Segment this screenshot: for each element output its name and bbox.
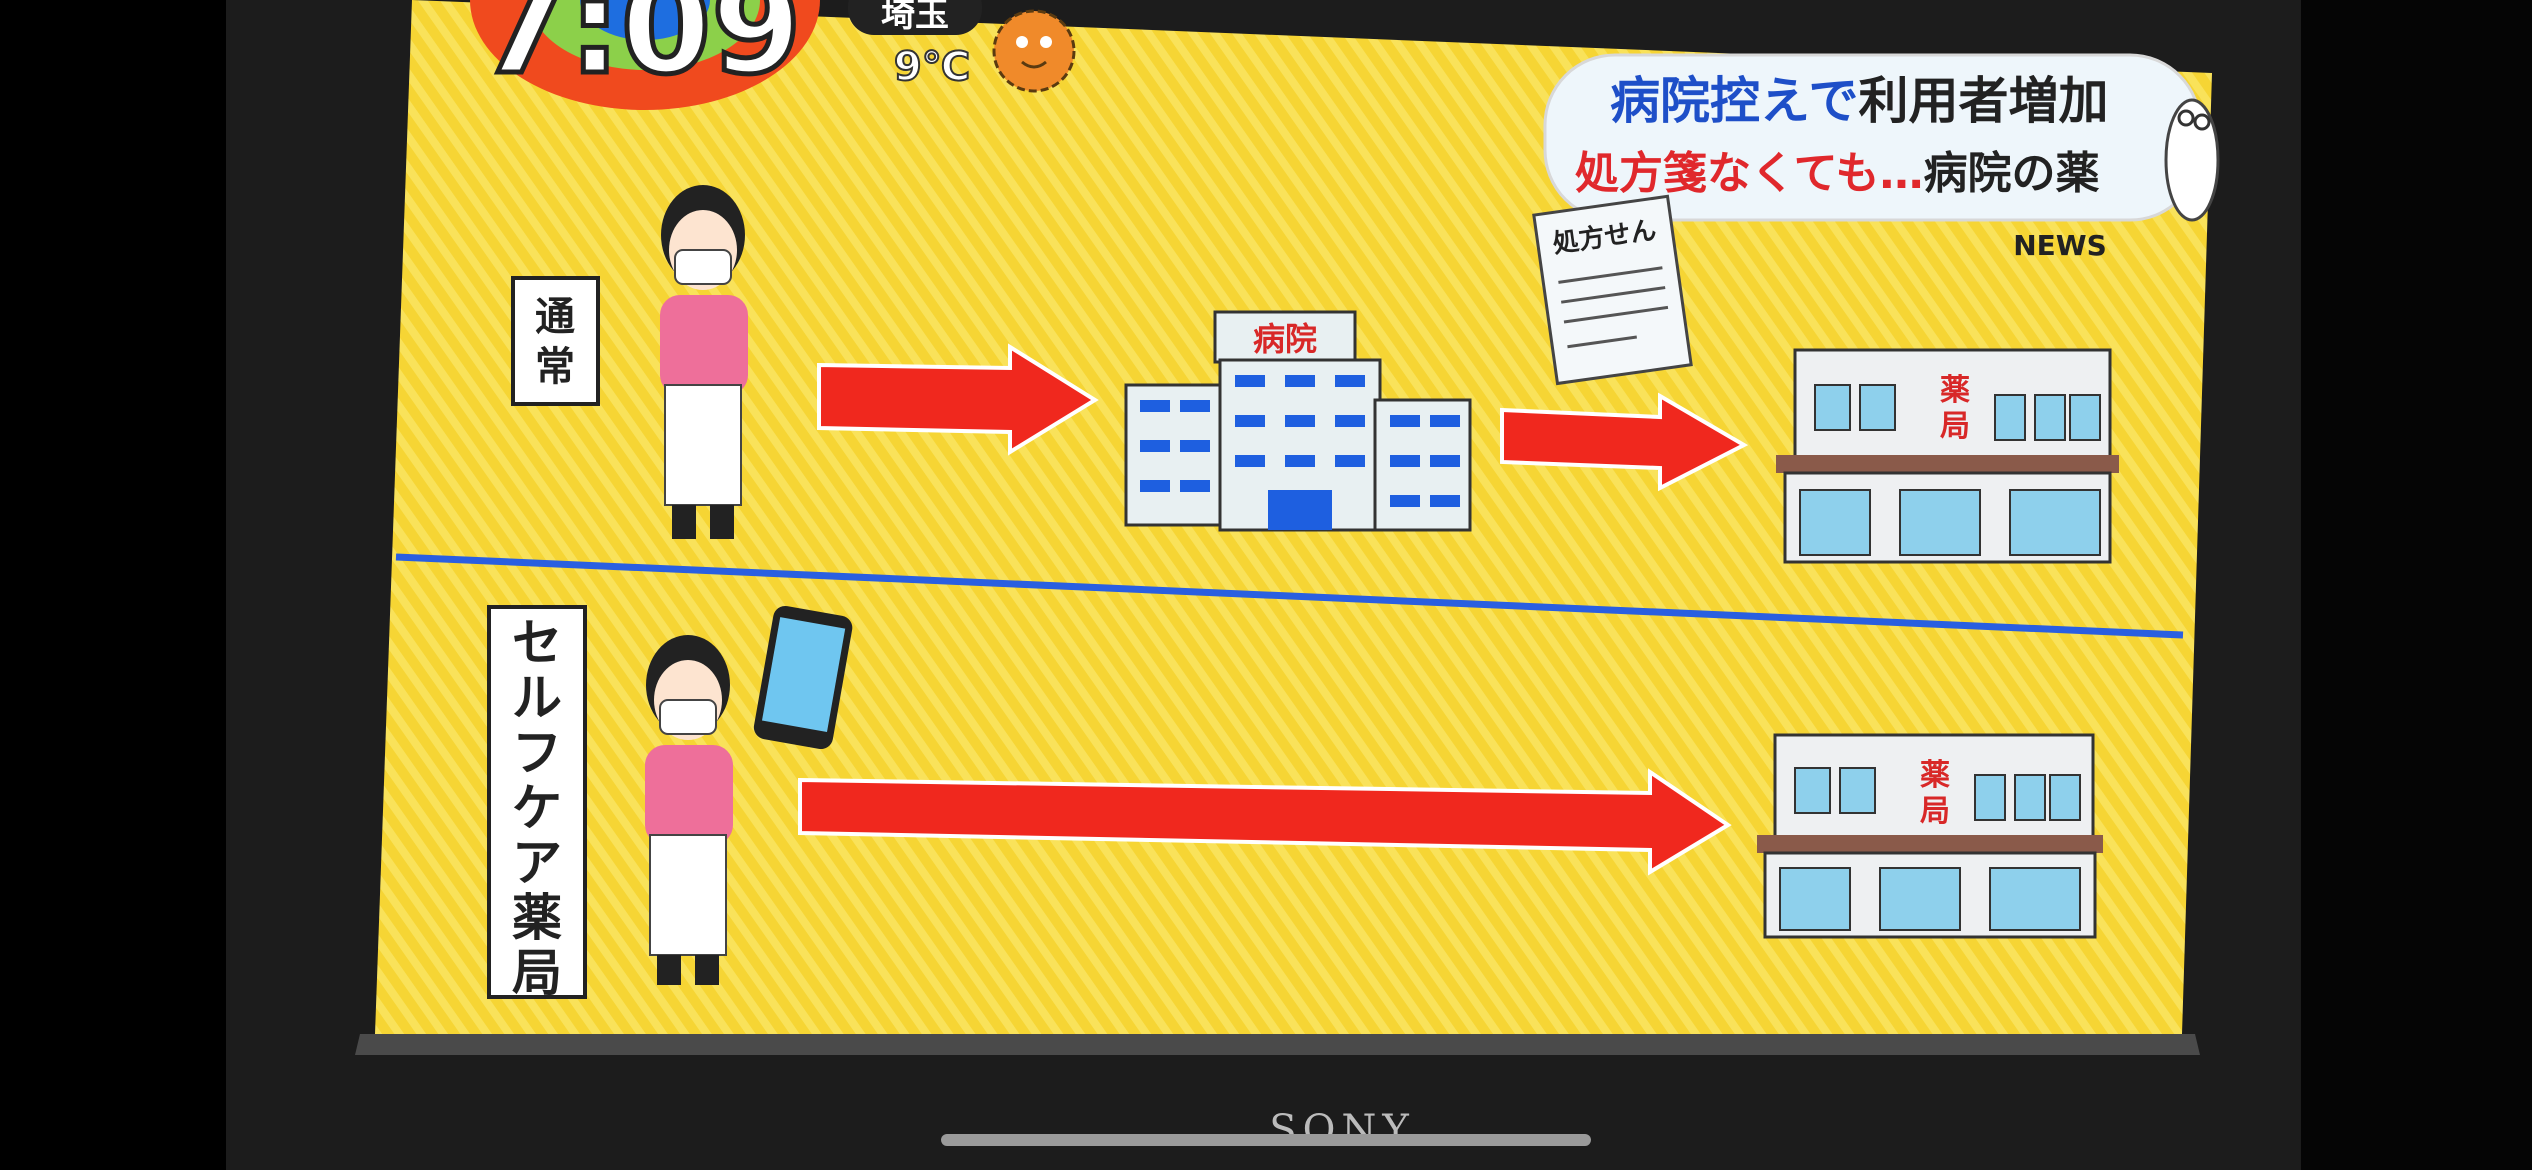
headline-black-1: 利用者増加 [1859, 72, 2109, 130]
tv-brand-logo: SONY [1269, 1107, 1415, 1153]
hospital-building: 病院 [1124, 310, 1472, 532]
clock-widget: 7:09 埼玉 9℃ [470, 0, 1076, 110]
headline-blue: 病院控えで [1610, 72, 1859, 130]
smartphone-icon [753, 605, 853, 750]
divider-line [395, 553, 2184, 639]
pharmacy-building-2: 薬局 [1757, 733, 2103, 939]
pharmacy-sign-1-char2: 局 [1940, 409, 1970, 444]
home-indicator[interactable] [941, 1134, 1591, 1146]
region-label: 埼玉 [881, 0, 949, 35]
arrow-to-pharmacy [1500, 392, 1749, 492]
arrow-direct-to-pharmacy [798, 768, 1732, 876]
headline-red: 処方箋なくても… [1575, 148, 1923, 199]
label-normal: 通常 [535, 294, 575, 390]
headline-black-2: 病院の薬 [1923, 148, 2099, 199]
bezel-edge [355, 1034, 2200, 1055]
label-box-selfcare [487, 605, 587, 999]
label-box-normal [511, 276, 600, 406]
svg-text:病院控えで利用者増加: 病院控えで利用者増加 [1610, 72, 2109, 130]
prescription-paper: 処方せん [1532, 194, 1693, 386]
label-normal-char1: 通 [535, 294, 575, 340]
woman-figure-icon [645, 635, 733, 985]
hospital-sign: 病院 [1253, 320, 1317, 358]
label-normal-char2: 常 [535, 344, 575, 390]
news-label: NEWS [2013, 229, 2107, 262]
sun-icon [992, 9, 1076, 93]
pharmacy-building-1: 薬局 [1776, 348, 2119, 564]
woman-figure-icon [660, 185, 748, 539]
label-selfcare: セルフケア薬局 [512, 614, 562, 1002]
arrow-to-hospital [817, 343, 1099, 456]
pharmacy-sign-1: 薬局 [1940, 373, 1970, 444]
clock-time: 7:09 [478, 0, 801, 103]
temperature: 9℃ [894, 44, 970, 90]
pharmacy-sign-2: 薬局 [1920, 758, 1950, 829]
pharmacy-sign-1-char1: 薬 [1940, 373, 1970, 408]
cloud-mascot-icon [2164, 98, 2220, 222]
svg-text:処方箋なくても…病院の薬: 処方箋なくても…病院の薬 [1575, 148, 2099, 199]
headline-caption: 病院控えで利用者増加 処方箋なくても…病院の薬 NEWS [1543, 53, 2220, 262]
